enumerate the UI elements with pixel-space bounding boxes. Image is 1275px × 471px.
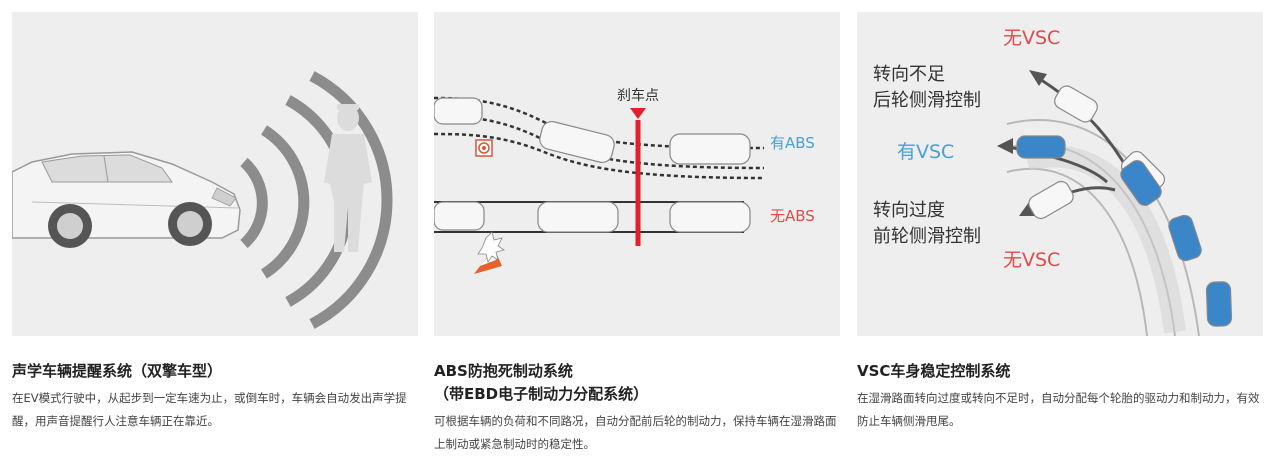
traffic-cone-icon xyxy=(474,231,505,274)
feature-title: ABS防抱死制动系统 xyxy=(434,362,573,380)
with-abs-label: 有ABS xyxy=(770,134,815,152)
oversteer-label-line2: 前轮侧滑控制 xyxy=(873,226,981,247)
feature-title-line2: （带EBD电子制动力分配系统） xyxy=(434,385,649,403)
abs-diagram-svg: 刹车点 有ABS 无ABS xyxy=(434,87,815,274)
car-side-icon xyxy=(12,151,241,248)
brake-point-label: 刹车点 xyxy=(617,87,659,104)
understeer-label-line2: 后轮侧滑控制 xyxy=(873,90,981,111)
brake-point-marker-icon xyxy=(630,108,646,119)
feature-card-acoustic-alert: 声学车辆提醒系统（双擎车型） 在EV模式行驶中，从起步到一定车速为止，或倒车时，… xyxy=(12,12,418,433)
without-abs-label: 无ABS xyxy=(770,207,815,225)
feature-title: 声学车辆提醒系统（双擎车型） xyxy=(12,362,223,380)
vsc-illustration: 无VSC 转向不足 后轮侧滑控制 有VSC 转向过度 前轮侧滑控制 无VSC xyxy=(857,12,1263,336)
feature-card-vsc: 无VSC 转向不足 后轮侧滑控制 有VSC 转向过度 前轮侧滑控制 无VSC V… xyxy=(857,12,1263,433)
understeer-label-line1: 转向不足 xyxy=(873,64,945,85)
target-sign-icon xyxy=(475,139,493,157)
feature-title: VSC车身稳定控制系统 xyxy=(857,362,1011,380)
no-vsc-bottom-label: 无VSC xyxy=(1003,249,1060,271)
feature-card-abs: 刹车点 有ABS 无ABS ABS防抱死制动系统 （带EBD电子制动力分配系统）… xyxy=(434,12,840,456)
arrow-head-icon xyxy=(997,70,1047,216)
car-top-view-icon xyxy=(434,97,751,233)
abs-illustration: 刹车点 有ABS 无ABS xyxy=(434,12,840,336)
feature-description: 可根据车辆的负荷和不同路况，自动分配前后轮的制动力，保持车辆在湿滑路面上制动或紧… xyxy=(434,414,837,451)
no-vsc-top-label: 无VSC xyxy=(1003,27,1060,49)
acoustic-alert-svg xyxy=(12,71,393,329)
with-vsc-label: 有VSC xyxy=(897,141,954,163)
feature-description: 在湿滑路面转向过度或转向不足时，自动分配每个轮胎的驱动力和制动力，有效防止车辆侧… xyxy=(857,391,1260,428)
feature-description: 在EV模式行驶中，从起步到一定车速为止，或倒车时，车辆会自动发出声学提醒，用声音… xyxy=(12,391,407,428)
car-top-view-icon xyxy=(1016,85,1233,327)
oversteer-label-line1: 转向过度 xyxy=(873,200,945,221)
sound-wave-icon xyxy=(240,71,393,329)
vsc-diagram-svg: 无VSC 转向不足 后轮侧滑控制 有VSC 转向过度 前轮侧滑控制 无VSC xyxy=(873,27,1233,336)
pedestrian-silhouette-icon xyxy=(324,104,372,252)
acoustic-alert-illustration xyxy=(12,12,418,336)
